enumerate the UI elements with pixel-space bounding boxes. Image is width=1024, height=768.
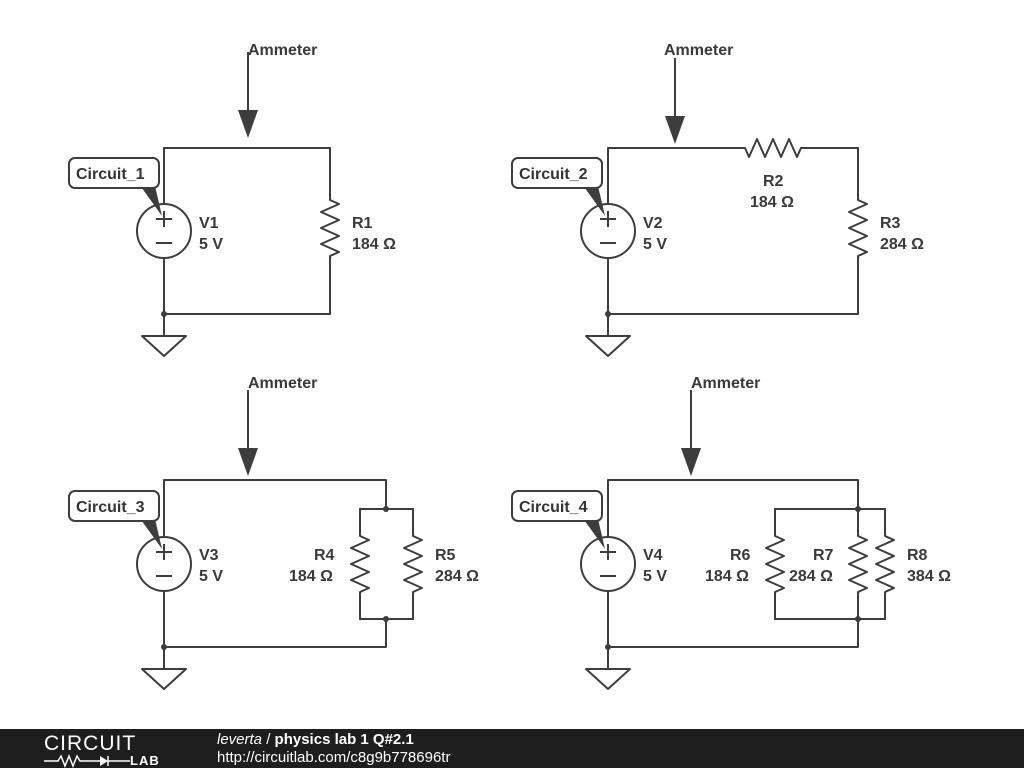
project-line: leverta / physics lab 1 Q#2.1: [217, 731, 450, 749]
logo-circuit-icon: [44, 754, 130, 768]
circuit-2: Ammeter Circuit_2 V2 5 V R2 184 Ω R3 284…: [511, 42, 924, 357]
circuit-tag: Circuit_2: [519, 166, 588, 183]
circuit-3: Ammeter Circuit_3 V3 5 V R4 184 Ω R5 284…: [68, 375, 479, 690]
resistor-r3: [848, 194, 868, 263]
resistor-name: R4: [314, 547, 335, 564]
resistor-value: 384 Ω: [907, 568, 951, 585]
ammeter-label: Ammeter: [248, 375, 317, 392]
circuit-tag: Circuit_1: [76, 166, 145, 183]
schematic-canvas: Ammeter Circuit_1 V1 5 V R1 184 Ω Ammete…: [68, 42, 951, 690]
circuitlab-logo[interactable]: CIRCUIT LAB: [44, 732, 174, 768]
author-link[interactable]: leverta: [217, 731, 263, 748]
resistor-name: R8: [907, 547, 928, 564]
project-meta: leverta / physics lab 1 Q#2.1 http://cir…: [217, 731, 450, 767]
separator: /: [262, 731, 275, 748]
project-title[interactable]: physics lab 1 Q#2.1: [274, 731, 414, 748]
circuit-tag: Circuit_4: [519, 499, 588, 516]
circuit-4: Ammeter Circuit_4 V4 5 V R6 184 Ω R7 284…: [511, 375, 951, 690]
voltage-source-v2: [580, 203, 636, 259]
voltage-source-v3: [136, 536, 192, 592]
resistor-value: 184 Ω: [289, 568, 333, 585]
source-value: 5 V: [643, 236, 667, 253]
resistor-value: 284 Ω: [880, 236, 924, 253]
voltage-source-v4: [580, 536, 636, 592]
circuit-1: Ammeter Circuit_1 V1 5 V R1 184 Ω: [68, 42, 396, 357]
source-name: V2: [643, 215, 663, 232]
ammeter-arrow-icon: [680, 389, 702, 477]
logo-top-text: CIRCUIT: [44, 732, 137, 755]
source-value: 5 V: [643, 568, 667, 585]
footer-bar: CIRCUIT LAB leverta / physics lab 1 Q#2.…: [0, 729, 1024, 768]
resistor-value: 184 Ω: [750, 194, 794, 211]
resistor-value: 284 Ω: [435, 568, 479, 585]
logo-bottom-text: LAB: [130, 753, 160, 768]
resistor-name: R7: [813, 547, 834, 564]
source-name: V3: [199, 547, 219, 564]
ground-icon: [585, 313, 631, 357]
ammeter-arrow-icon: [237, 51, 259, 139]
source-name: V4: [643, 547, 663, 564]
resistor-r8: [875, 530, 895, 599]
project-url[interactable]: http://circuitlab.com/c8g9b778696tr: [217, 749, 451, 766]
ammeter-label: Ammeter: [664, 42, 733, 59]
resistor-name: R5: [435, 547, 456, 564]
ammeter-label: Ammeter: [248, 42, 317, 59]
resistor-value: 284 Ω: [789, 568, 833, 585]
ammeter-arrow-icon: [237, 389, 259, 477]
resistor-name: R6: [730, 547, 751, 564]
ammeter-arrow-icon: [664, 57, 686, 145]
source-value: 5 V: [199, 568, 223, 585]
resistor-name: R1: [352, 215, 373, 232]
resistor-name: R2: [763, 173, 784, 190]
circuit-tag: Circuit_3: [76, 499, 145, 516]
resistor-r7: [848, 530, 868, 599]
resistor-r5: [403, 530, 423, 599]
resistor-r2: [739, 138, 807, 158]
resistor-r1: [320, 194, 340, 263]
voltage-source-v1: [136, 203, 192, 259]
resistor-r6: [765, 530, 785, 599]
resistor-name: R3: [880, 215, 901, 232]
source-name: V1: [199, 215, 219, 232]
source-value: 5 V: [199, 236, 223, 253]
ammeter-label: Ammeter: [691, 375, 760, 392]
ground-icon: [141, 646, 187, 690]
ground-icon: [585, 646, 631, 690]
resistor-r4: [350, 530, 370, 599]
resistor-value: 184 Ω: [352, 236, 396, 253]
ground-icon: [141, 313, 187, 357]
resistor-value: 184 Ω: [705, 568, 749, 585]
